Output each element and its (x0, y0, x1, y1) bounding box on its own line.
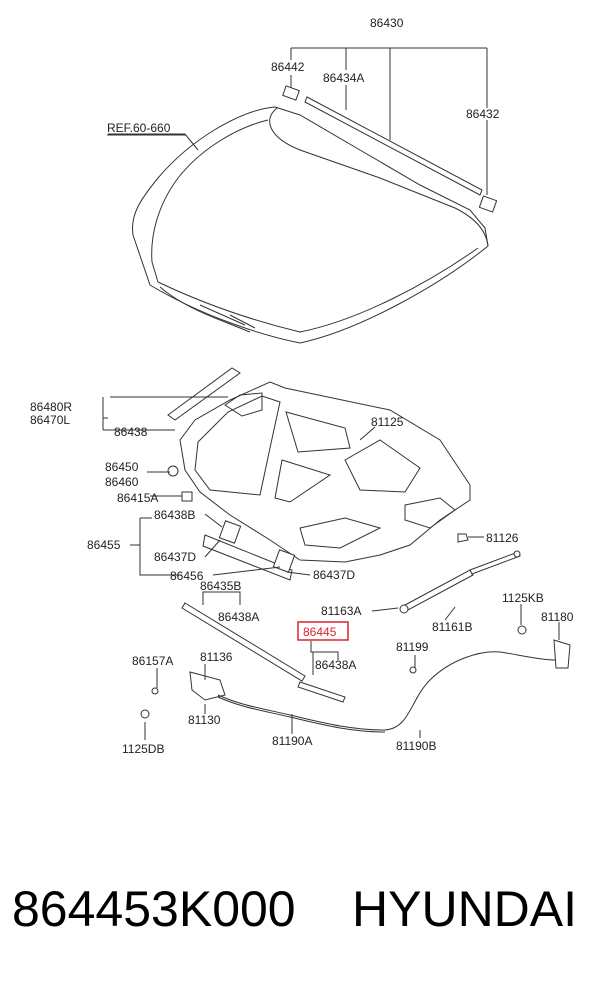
footer-part-number: 864453K000 (12, 881, 296, 937)
label-86470L: 86470L (30, 413, 70, 427)
label-81163A: 81163A (321, 604, 361, 618)
label-81199: 81199 (396, 640, 429, 654)
label-86455: 86455 (87, 538, 121, 552)
label-86460: 86460 (105, 475, 139, 489)
label-86438B: 86438B (154, 508, 195, 522)
label-81130: 81130 (188, 713, 221, 727)
seal-86438A-upper (181, 602, 306, 682)
label-86442: 86442 (271, 60, 305, 74)
label-81161B: 81161B (432, 620, 472, 634)
label-81126: 81126 (486, 531, 519, 545)
label-81190A: 81190A (272, 734, 312, 748)
safety-latch (409, 625, 571, 674)
label-86456: 86456 (170, 569, 204, 583)
label-ref-60-660: REF.60-660 (107, 121, 171, 135)
label-86430: 86430 (370, 16, 404, 30)
hood-lift-strut (399, 550, 521, 614)
label-1125KB: 1125KB (502, 591, 544, 605)
clip-81126 (457, 533, 469, 543)
label-86480R: 86480R (30, 400, 72, 414)
release-cable (217, 651, 556, 731)
hood-latch (140, 671, 226, 719)
release-handle-assy (202, 520, 296, 581)
label-81190B: 81190B (396, 739, 436, 753)
label-86437D-b: 86437D (313, 568, 355, 582)
label-86438A-b: 86438A (315, 658, 356, 672)
label-81125: 81125 (371, 415, 404, 429)
hood-inner-panel (179, 381, 471, 563)
label-86157A: 86157A (132, 654, 173, 668)
hood-seal-strip (167, 367, 241, 421)
label-1125DB: 1125DB (122, 742, 164, 756)
hood-panel (131, 106, 489, 344)
highlight-box-86445 (297, 621, 349, 641)
label-86445-highlighted: 86445 (303, 625, 337, 639)
label-81136: 81136 (200, 650, 233, 664)
label-86437D-a: 86437D (154, 550, 196, 564)
label-86435B: 86435B (200, 579, 241, 593)
label-86438A-a: 86438A (218, 610, 259, 624)
leader-lines (102, 47, 560, 740)
footer-brand: HYUNDAI (352, 881, 578, 937)
bumper-86415A (181, 491, 193, 502)
label-86450: 86450 (105, 460, 139, 474)
label-86415A: 86415A (117, 491, 158, 505)
label-86434A: 86434A (323, 71, 364, 85)
bumper-86450 (167, 465, 179, 477)
label-86438: 86438 (114, 425, 148, 439)
part-labels: 86430 86442 86434A 86432 REF.60-660 8648… (30, 16, 574, 756)
hood-weatherstrip (282, 85, 498, 213)
seal-86438A-lower (297, 681, 346, 703)
label-81180: 81180 (541, 610, 574, 624)
label-86432: 86432 (466, 107, 500, 121)
